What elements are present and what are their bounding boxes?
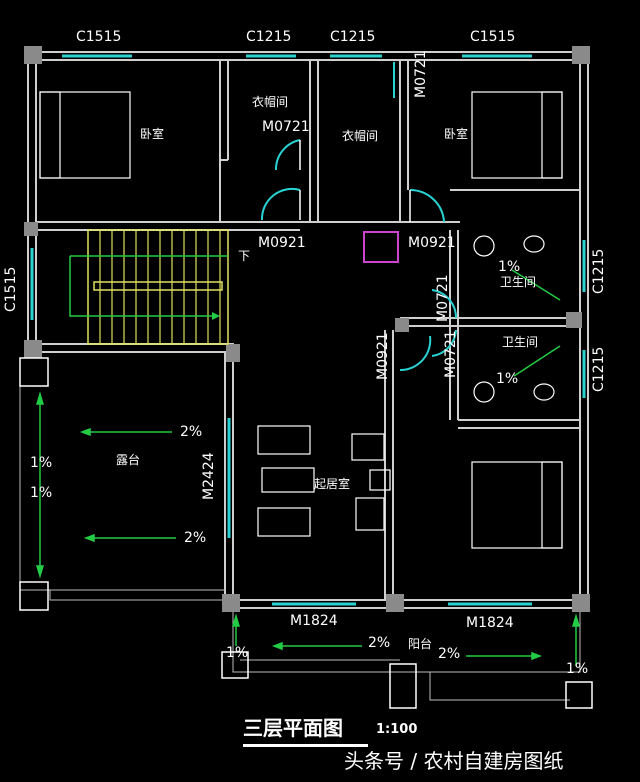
plan-scale: 1:100 [376,722,418,737]
watermark-text: 头条号 / 农村自建房图纸 [344,749,564,773]
window-top-right-label: C1515 [470,29,516,45]
window-left-stair-label: C1515 [3,266,19,312]
furniture [39,91,563,549]
door-top-right-label: M0721 [413,50,429,98]
terrace-posts [19,357,593,709]
door-living-left-label: M2424 [201,452,217,500]
room-bath-upper: 卫生间 [500,275,537,289]
window-bath-upper-label: C1215 [591,248,607,294]
window-top-mid-left-label: C1215 [246,29,292,45]
slope-balcony-mid: 2% [368,635,391,651]
windows [30,54,586,606]
title-underline [243,744,368,747]
slope-balcony-right-edge: 1% [566,661,589,677]
slope-bath-lower: 1% [496,371,519,387]
slope-terrace-lower: 2% [184,530,207,546]
door-bath-upper-label: M0721 [435,274,451,322]
door-stair-hall-label: M0921 [258,235,306,251]
room-living: 起居室 [314,477,351,491]
door-leaves [299,140,411,222]
slope-arrows [35,269,581,666]
room-closet-right: 衣帽间 [342,129,379,143]
window-top-mid-right-label: C1215 [330,29,376,45]
slope-terrace-upper: 2% [180,424,203,440]
room-closet-left: 衣帽间 [252,95,289,109]
slope-terrace-side-2: 1% [30,485,53,501]
slope-terrace-side-1: 1% [30,455,53,471]
door-bedroom-right-label: M0921 [408,235,456,251]
duct-shaft [363,231,399,263]
door-balcony-left-label: M1824 [290,613,338,629]
room-bath-lower: 卫生间 [502,335,539,349]
room-bedroom-top-left: 卧室 [140,127,165,141]
room-balcony: 阳台 [408,637,433,651]
columns [24,46,590,612]
slope-bath-upper: 1% [498,259,521,275]
door-closet-left-label: M0721 [262,119,310,135]
slope-balcony-left-edge: 1% [226,645,249,661]
room-terrace: 露台 [116,453,141,467]
door-balcony-right-label: M1824 [466,615,514,631]
door-bedroom-lower-label: M0921 [375,332,391,380]
balcony-outline [232,612,581,701]
door-bath-lower-label: M0721 [443,330,459,378]
stair [69,229,229,345]
door-swings [260,62,458,372]
window-bath-lower-label: C1215 [591,346,607,392]
room-bedroom-top-right: 卧室 [444,127,469,141]
slope-balcony-right: 2% [438,646,461,662]
stair-down-label: 下 [238,249,251,263]
terrace-outline [19,360,225,601]
window-top-left-label: C1515 [76,29,122,45]
plan-title: 三层平面图 [243,716,343,740]
